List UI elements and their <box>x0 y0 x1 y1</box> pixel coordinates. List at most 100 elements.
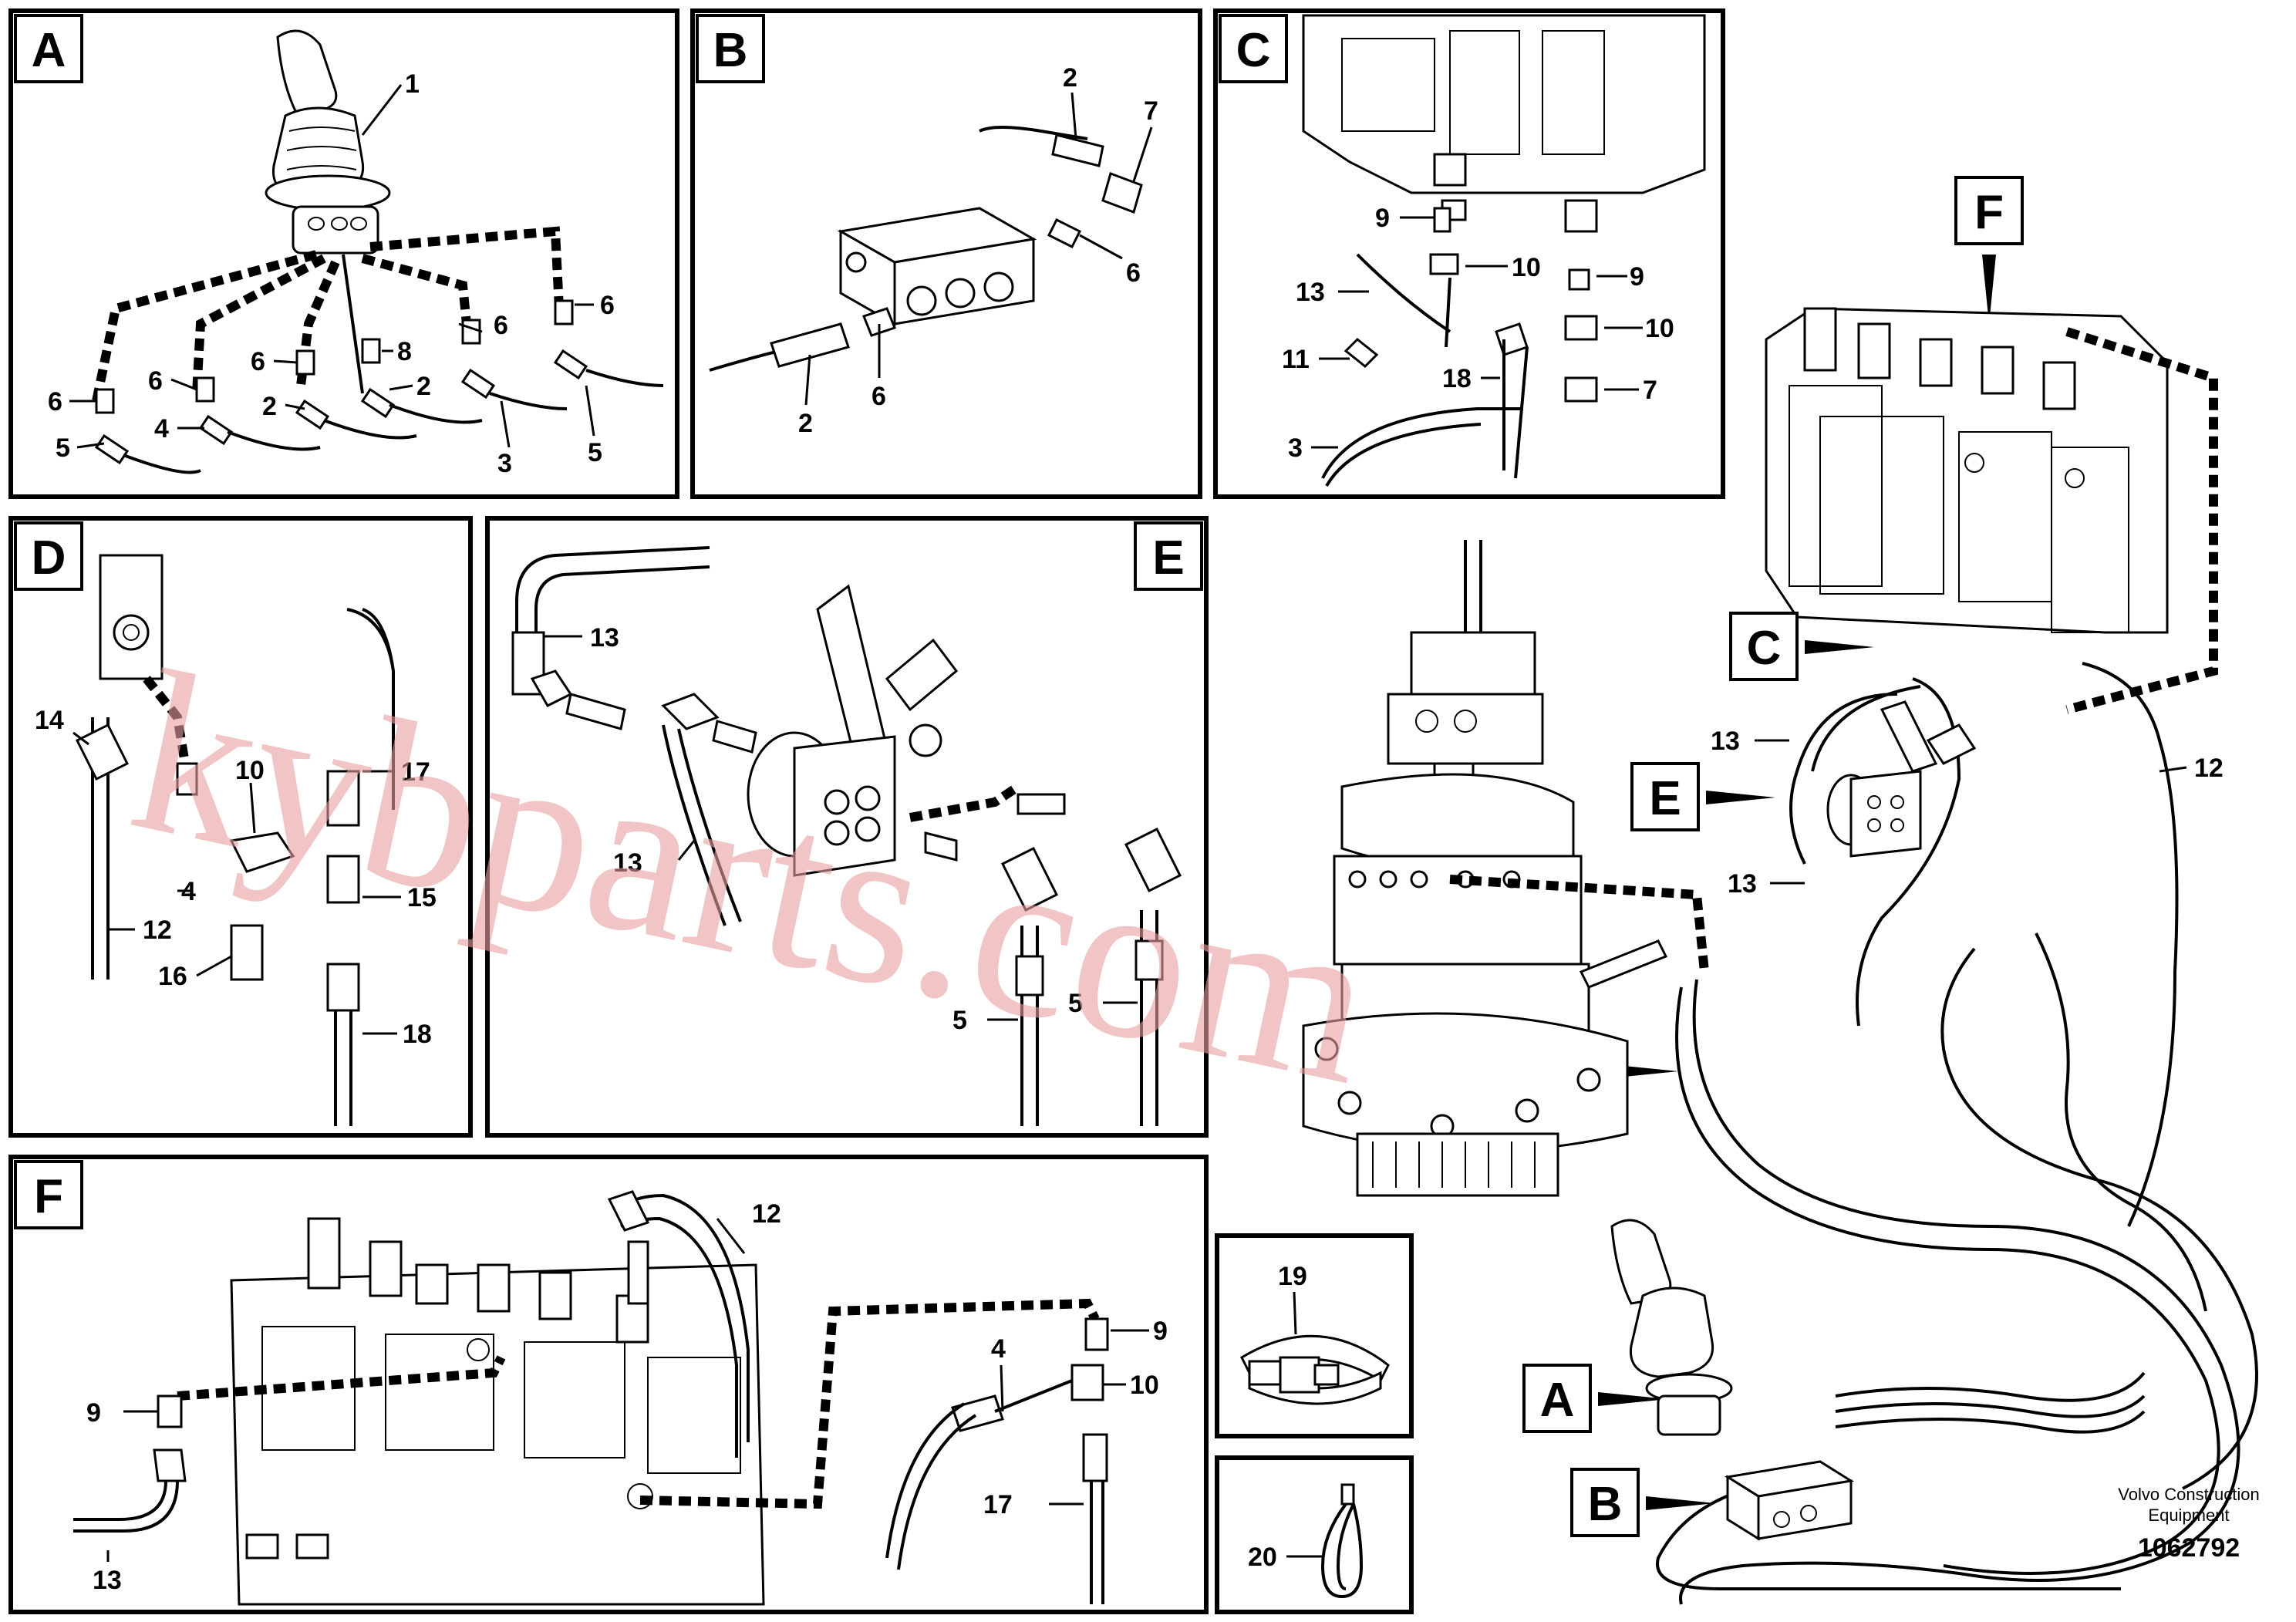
watermark: kybparts.com <box>114 622 1393 1133</box>
pilot-line-f-2 <box>639 1298 1100 1509</box>
d-num-18: 18 <box>403 1020 432 1049</box>
overview-pilot-line-d <box>1449 875 1709 973</box>
elbow-e7-icon <box>1124 827 1182 893</box>
overview-num-12: 12 <box>2194 754 2224 783</box>
overview-hoses-lower-1 <box>1679 979 2240 1605</box>
leader-19 <box>1293 1291 1297 1335</box>
fitting-9-f-right-icon <box>1084 1317 1109 1351</box>
panel-d: D 14 10 17 4 15 12 1 <box>8 516 473 1138</box>
adapter-6-icon <box>1047 218 1082 249</box>
fitting-9b-icon <box>1568 268 1590 291</box>
fitting-5a-icon <box>1015 955 1044 996</box>
c-num-10b: 10 <box>1645 314 1674 343</box>
panel-e-frame <box>485 516 1209 1138</box>
pilot-line-f-1 <box>177 1355 506 1401</box>
fitting-16-icon <box>230 924 264 981</box>
f-num-17: 17 <box>983 1490 1013 1519</box>
panel-a-label: A <box>32 24 66 77</box>
leaders-c <box>1311 216 1643 449</box>
f-num-12: 12 <box>752 1199 781 1229</box>
pilot-valve-e-icon <box>747 584 959 877</box>
fitting-9a-icon <box>1433 207 1451 233</box>
overview: F C E D A <box>1302 176 2258 1605</box>
f-num-9a: 9 <box>86 1398 101 1428</box>
overview-callout-e: E <box>1649 772 1681 825</box>
overview-hoses-lower-3 <box>1940 932 2258 1490</box>
f-num-4: 4 <box>991 1334 1006 1364</box>
hose-b-top <box>979 126 1088 140</box>
hose-13-e-bottom <box>662 724 742 926</box>
hoses-c <box>1321 253 1529 487</box>
tee-10-f-icon <box>1070 1364 1104 1401</box>
fitting-9-f-left-icon <box>157 1394 183 1428</box>
a-num-4: 4 <box>154 414 169 443</box>
pilot-line-4 <box>361 254 471 325</box>
c-num-3: 3 <box>1288 433 1303 463</box>
fitting-17-icon <box>326 770 360 827</box>
a-num-8: 8 <box>397 337 412 366</box>
callout-c-arrow <box>1805 640 1874 654</box>
hose-18-d <box>334 1010 352 1126</box>
caption-line-2: Equipment <box>2148 1506 2229 1525</box>
swing-motor-icon <box>1302 540 1668 1197</box>
panel-b-label: B <box>713 24 748 77</box>
adapter-e4-icon <box>1017 793 1066 815</box>
d-num-16: 16 <box>158 962 187 991</box>
overview-hoses-upper <box>1789 662 2179 1227</box>
leaders-e <box>544 635 1138 1021</box>
overview-num-13a: 13 <box>1711 727 1740 756</box>
fitting-15-icon <box>326 855 360 904</box>
a-num-1: 1 <box>405 69 420 99</box>
a-num-6e: 6 <box>600 291 615 320</box>
hose-end-2b-icon <box>770 322 850 368</box>
d-num-10: 10 <box>235 756 265 785</box>
hoses-a <box>123 369 664 474</box>
panel-f-frame <box>8 1155 1209 1614</box>
d-num-15: 15 <box>407 883 437 912</box>
leaders-d <box>72 731 401 1035</box>
hose-17-d <box>346 608 395 810</box>
tee-10d-icon <box>229 831 295 873</box>
panel-c-frame <box>1213 8 1725 499</box>
hose-17-f <box>1090 1481 1104 1604</box>
a-num-6b: 6 <box>148 366 163 396</box>
c-num-9a: 9 <box>1375 204 1390 233</box>
pilot-line-3 <box>296 260 340 386</box>
joystick-icon <box>265 29 391 255</box>
panel-b-label-box <box>696 14 765 83</box>
overview-callout-a: A <box>1540 1374 1575 1427</box>
a-num-6a: 6 <box>48 387 62 416</box>
panel-a-frame <box>8 8 679 499</box>
plug-11-icon <box>1344 337 1379 369</box>
panel-e-label-box <box>1134 521 1203 591</box>
panel-a-label-box <box>14 14 83 83</box>
panel-e: E 13 1 <box>485 516 1209 1138</box>
fittings-a <box>94 299 588 465</box>
hose-end-2-icon <box>1051 133 1104 167</box>
callout-b-arrow <box>1646 1496 1715 1510</box>
fitting-14-icon <box>75 723 130 781</box>
e-num-5b: 5 <box>1068 989 1083 1018</box>
panel-19: 19 <box>1215 1233 1414 1438</box>
hose-clamp-icon <box>1240 1334 1390 1405</box>
pilot-line-5 <box>369 226 564 309</box>
adapter-6b-icon <box>862 307 896 337</box>
panel-d-label-box <box>14 521 83 591</box>
e-num-5a: 5 <box>952 1006 967 1035</box>
panel-d-label: D <box>32 531 66 585</box>
a-num-2a: 2 <box>262 392 277 421</box>
overview-callout-e-box <box>1630 762 1700 831</box>
hose-13-e-top <box>515 546 710 694</box>
panel-f: F <box>8 1155 1209 1614</box>
a-num-5b: 5 <box>588 438 602 467</box>
a-num-6d: 6 <box>494 311 508 340</box>
overview-callout-f-box <box>1954 176 2024 245</box>
adapter-e3-icon <box>712 720 757 754</box>
fitting-10b-icon <box>1564 315 1598 341</box>
elbow-12-f-icon <box>607 1190 650 1232</box>
overview-joystick-icon <box>1610 1219 1733 1436</box>
fitting-17-f-icon <box>1082 1433 1108 1482</box>
a-num-6c: 6 <box>251 347 265 376</box>
b-num-6b: 6 <box>872 382 886 411</box>
panel-f-label: F <box>34 1170 63 1223</box>
